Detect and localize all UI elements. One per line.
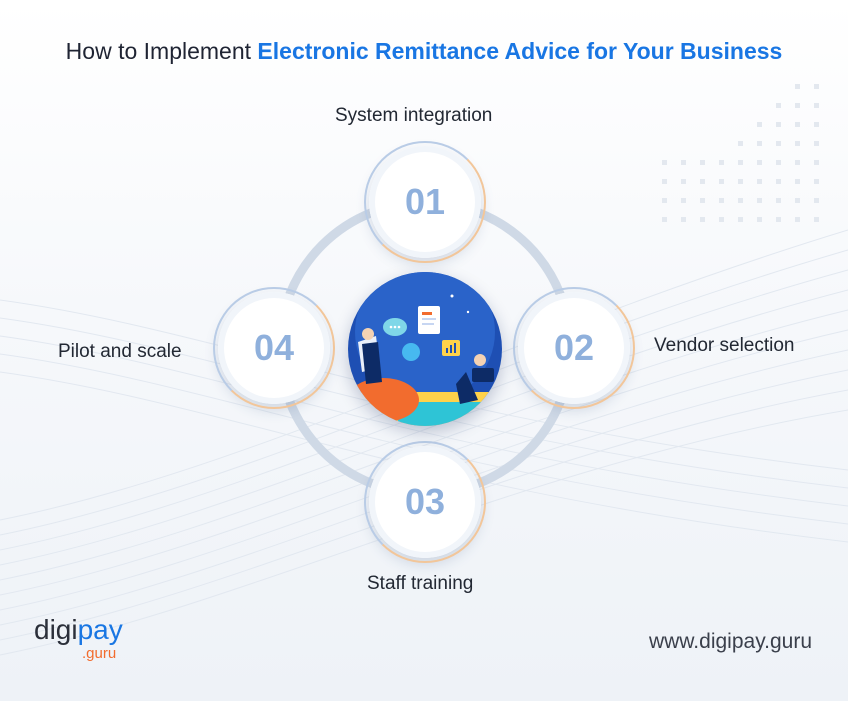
decorative-dot bbox=[700, 217, 705, 222]
decorative-dot bbox=[776, 122, 781, 127]
decorative-dot bbox=[795, 122, 800, 127]
decorative-dot bbox=[719, 217, 724, 222]
decorative-dot bbox=[700, 179, 705, 184]
decorative-dot bbox=[738, 160, 743, 165]
decorative-dot bbox=[814, 122, 819, 127]
title-prefix: How to Implement bbox=[65, 38, 258, 64]
decorative-dot bbox=[700, 160, 705, 165]
digipay-logo: digipay .guru bbox=[34, 614, 144, 664]
step-circle-3: 03 bbox=[364, 441, 486, 563]
logo-text-sub: .guru bbox=[82, 645, 117, 662]
decorative-dot bbox=[719, 160, 724, 165]
decorative-dot bbox=[814, 179, 819, 184]
decorative-dot bbox=[681, 217, 686, 222]
decorative-dot bbox=[738, 141, 743, 146]
step-circle-2: 02 bbox=[513, 287, 635, 409]
decorative-dot bbox=[776, 198, 781, 203]
decorative-dot bbox=[757, 122, 762, 127]
decorative-dot bbox=[738, 217, 743, 222]
decorative-dot bbox=[795, 217, 800, 222]
decorative-dot bbox=[681, 160, 686, 165]
decorative-dot bbox=[776, 217, 781, 222]
logo-text-accent: pay bbox=[77, 614, 123, 645]
step-number-3: 03 bbox=[404, 481, 446, 522]
decorative-dot bbox=[700, 198, 705, 203]
decorative-dot bbox=[776, 160, 781, 165]
decorative-dot bbox=[757, 217, 762, 222]
decorative-dot bbox=[662, 198, 667, 203]
decorative-dot bbox=[814, 141, 819, 146]
decorative-dot bbox=[757, 160, 762, 165]
decorative-dot bbox=[662, 217, 667, 222]
decorative-dot bbox=[795, 84, 800, 89]
decorative-dot bbox=[776, 179, 781, 184]
decorative-dot bbox=[795, 160, 800, 165]
decorative-dot bbox=[757, 141, 762, 146]
step-circle-4: 04 bbox=[213, 287, 335, 409]
step-label-2: Vendor selection bbox=[654, 335, 795, 356]
decorative-dot bbox=[795, 103, 800, 108]
decorative-dot bbox=[719, 179, 724, 184]
step-circle-1: 01 bbox=[364, 141, 486, 263]
decorative-dot bbox=[719, 198, 724, 203]
decorative-dot bbox=[814, 217, 819, 222]
decorative-dot bbox=[814, 84, 819, 89]
step-label-3: Staff training bbox=[367, 573, 474, 594]
decorative-dot bbox=[776, 103, 781, 108]
decorative-dot bbox=[814, 198, 819, 203]
decorative-dot bbox=[681, 198, 686, 203]
step-number-1: 01 bbox=[404, 181, 446, 222]
decorative-dot bbox=[776, 141, 781, 146]
decorative-dot bbox=[795, 141, 800, 146]
step-label-4: Pilot and scale bbox=[58, 341, 182, 362]
decorative-dot bbox=[795, 179, 800, 184]
decorative-dot bbox=[757, 179, 762, 184]
page-title: How to Implement Electronic Remittance A… bbox=[0, 38, 848, 65]
decorative-dot bbox=[681, 179, 686, 184]
website-url: www.digipay.guru bbox=[648, 630, 812, 653]
logo-wordmark: digipay bbox=[34, 614, 123, 646]
decorative-dot bbox=[662, 179, 667, 184]
step-number-2: 02 bbox=[553, 327, 595, 368]
decorative-dot bbox=[795, 198, 800, 203]
title-accent: Electronic Remittance Advice for Your Bu… bbox=[257, 38, 783, 64]
step-label-1: System integration bbox=[335, 105, 493, 126]
center-illustration bbox=[348, 272, 502, 426]
step-number-4: 04 bbox=[253, 327, 295, 368]
decorative-dot bbox=[738, 179, 743, 184]
decorative-dot bbox=[738, 198, 743, 203]
decorative-dot bbox=[757, 198, 762, 203]
logo-text-main: digi bbox=[34, 614, 78, 645]
decorative-dot bbox=[662, 160, 667, 165]
decorative-dot bbox=[814, 160, 819, 165]
decorative-dot bbox=[814, 103, 819, 108]
